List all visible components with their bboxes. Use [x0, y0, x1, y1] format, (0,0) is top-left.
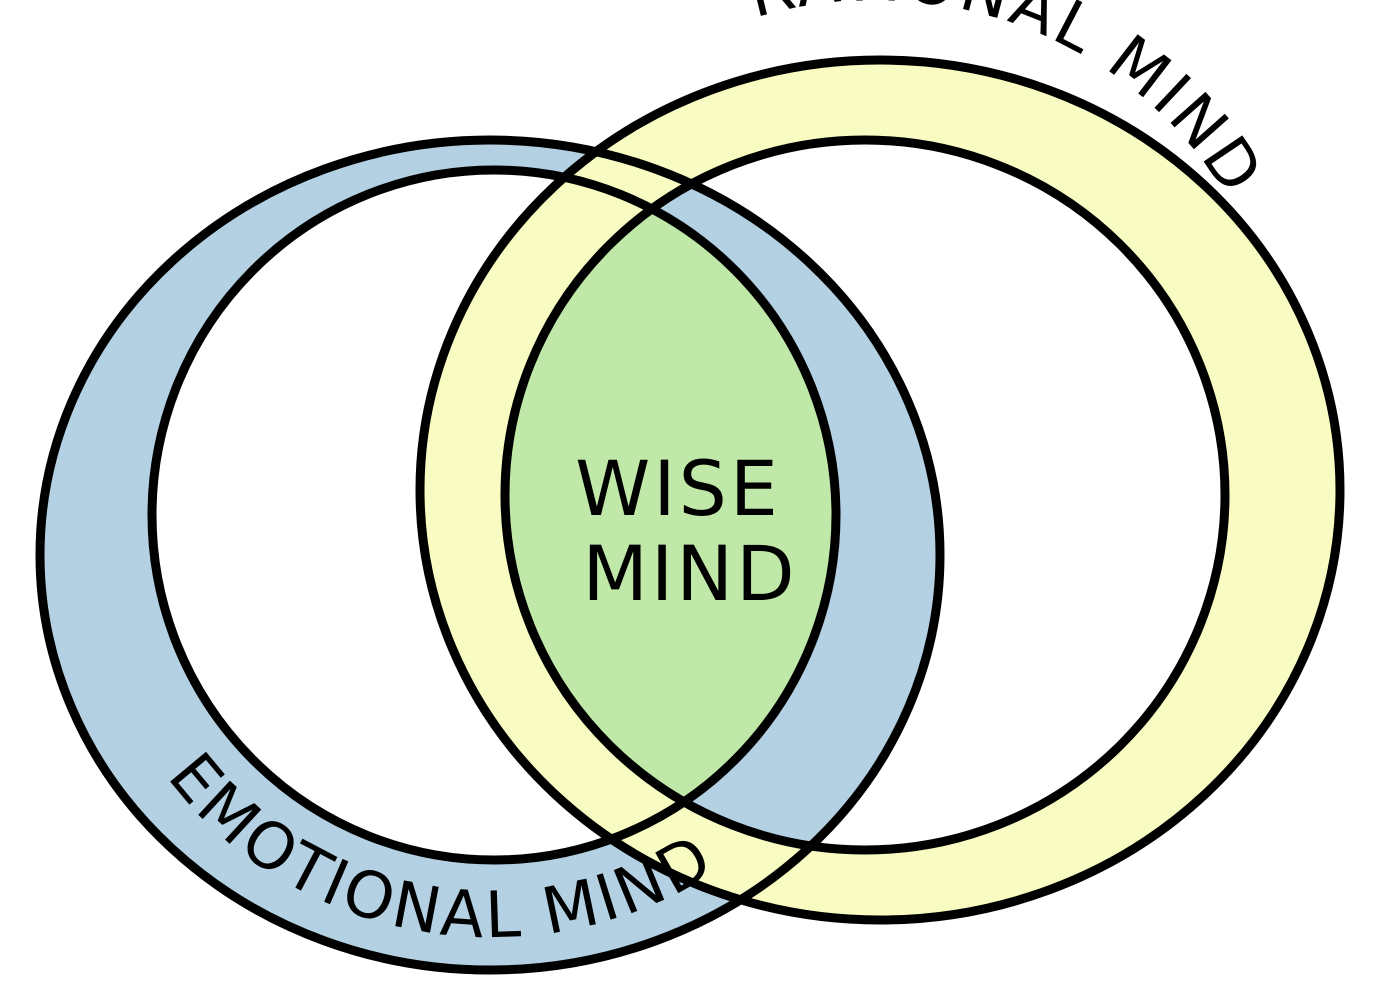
- emotional-inner-outline: [147, 165, 841, 865]
- wise-mind-label-line2: MIND: [582, 529, 797, 618]
- rational-outer-outline: [415, 55, 1345, 925]
- emotional-outer-outline: [35, 135, 945, 975]
- ring-outlines: [35, 55, 1345, 975]
- wise-mind-region: [505, 170, 836, 850]
- rational-inner-outline: [500, 135, 1230, 855]
- wise-mind-label-line1: WISE: [575, 444, 781, 533]
